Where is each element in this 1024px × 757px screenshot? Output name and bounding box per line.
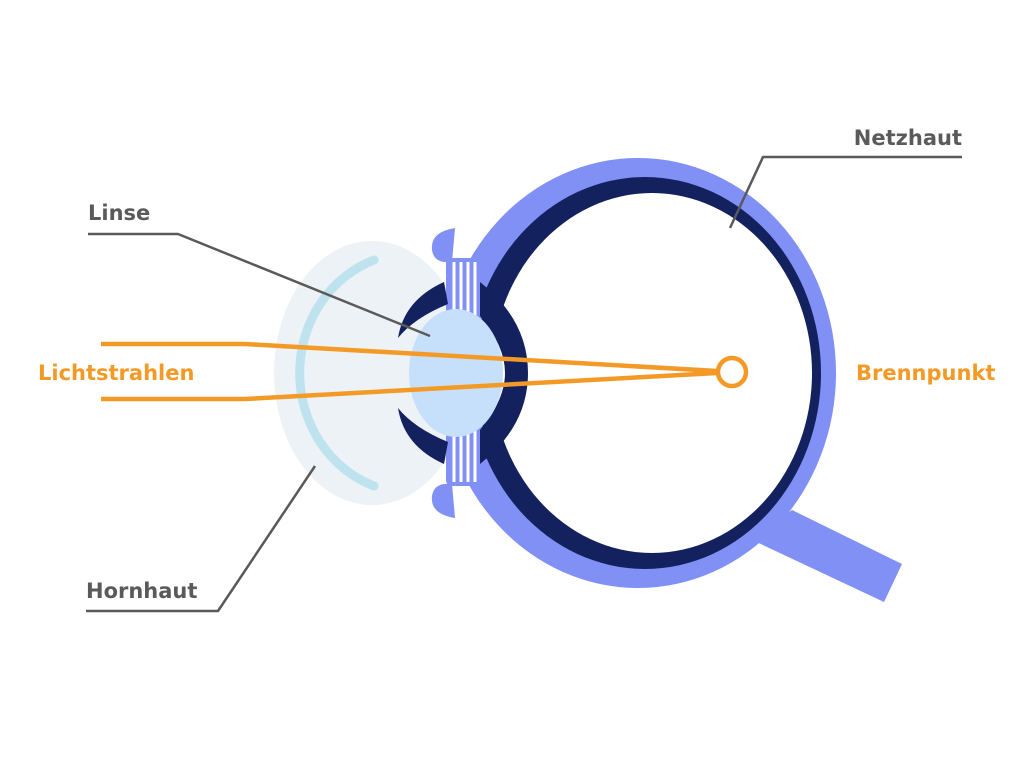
light-ray-top xyxy=(101,341,718,374)
label-brennpunkt: Brennpunkt xyxy=(856,361,995,385)
vitreous-body xyxy=(492,193,812,553)
leader-line-hornhaut xyxy=(86,465,317,613)
label-hornhaut: Hornhaut xyxy=(86,579,197,603)
label-lichtstrahlen: Lichtstrahlen xyxy=(38,361,194,385)
posterior-chamber xyxy=(480,282,528,464)
leader-line-linse xyxy=(88,232,431,338)
focal-point xyxy=(715,355,749,389)
ciliary-body xyxy=(431,228,455,518)
label-netzhaut: Netzhaut xyxy=(854,126,962,150)
label-linse: Linse xyxy=(88,201,150,225)
lens xyxy=(409,309,503,437)
light-ray-bottom xyxy=(101,370,718,402)
ciliary-muscle xyxy=(446,258,484,486)
cornea-arc xyxy=(295,255,379,491)
leader-line-netzhaut xyxy=(728,155,962,229)
iris xyxy=(398,282,448,464)
light-rays xyxy=(101,341,718,402)
optic-nerve xyxy=(748,510,902,602)
